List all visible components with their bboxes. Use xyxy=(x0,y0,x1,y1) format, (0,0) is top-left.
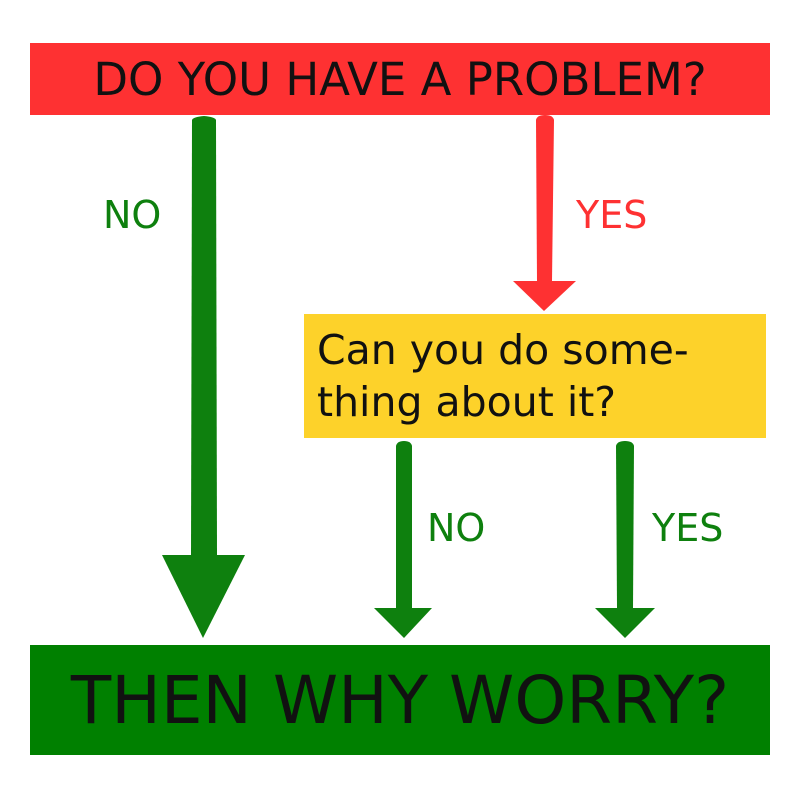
arrow-action-no xyxy=(374,441,432,638)
problem-question-text: DO YOU HAVE A PROBLEM? xyxy=(93,52,707,106)
arrow-action-yes xyxy=(595,441,655,638)
arrow-action-yes-head xyxy=(595,608,655,638)
conclusion-box: THEN WHY WORRY? xyxy=(30,645,770,755)
arrow-problem-no xyxy=(162,116,245,638)
arrow-problem-yes xyxy=(513,115,576,311)
arrow-problem-yes-head xyxy=(513,281,576,311)
action-question-line-1: Can you do some- xyxy=(317,326,689,374)
arrow-action-no-head xyxy=(374,608,432,638)
arrow-problem-no-shaft xyxy=(191,116,217,555)
edge-label-action-yes: YES xyxy=(652,506,724,550)
action-question-box: Can you do some- thing about it? xyxy=(304,314,766,438)
arrow-action-yes-shaft xyxy=(616,441,634,608)
arrow-action-no-shaft xyxy=(396,441,412,608)
arrow-problem-no-head xyxy=(162,555,245,638)
edge-label-problem-no: NO xyxy=(103,193,162,237)
conclusion-text: THEN WHY WORRY? xyxy=(70,661,730,739)
arrow-problem-yes-shaft xyxy=(536,115,554,281)
action-question-line-2: thing about it? xyxy=(317,378,617,426)
edge-label-problem-yes: YES xyxy=(576,193,648,237)
edge-label-action-no: NO xyxy=(427,506,486,550)
problem-question-box: DO YOU HAVE A PROBLEM? xyxy=(30,43,770,115)
